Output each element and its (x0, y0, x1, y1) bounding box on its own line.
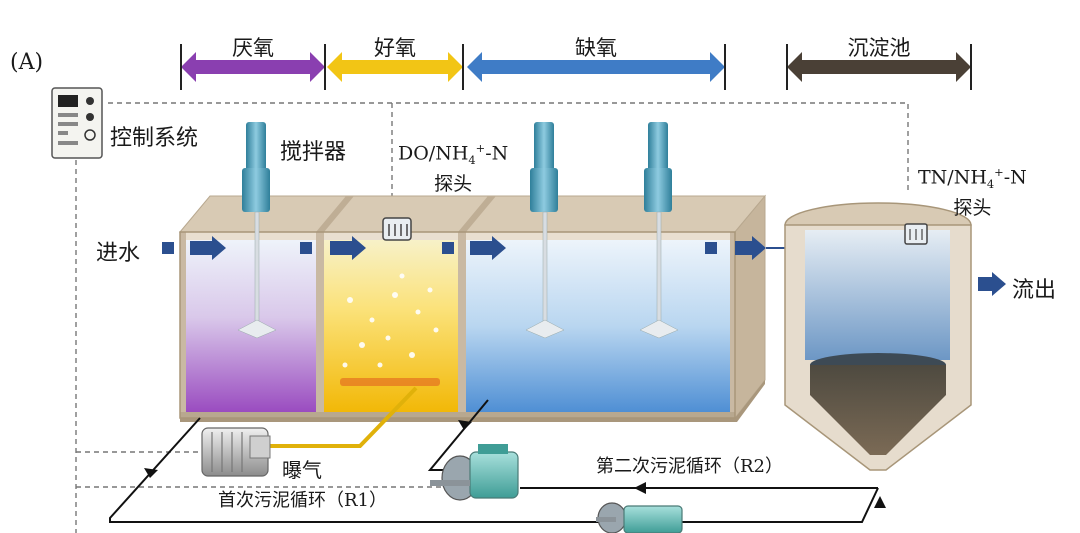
control-panel-icon (51, 87, 103, 159)
zone-label-anoxic: 缺氧 (575, 36, 617, 60)
probe-tn-label: TN/NH4+-N 探头 (918, 165, 1027, 220)
stirrer-anoxic-1 (525, 122, 565, 339)
stirrer-anoxic-2 (639, 122, 679, 339)
control-system-label: 控制系统 (110, 126, 199, 151)
zone-arrow-settling (786, 44, 972, 90)
pump-r1-icon (430, 444, 519, 501)
zone-arrow-aerobic (327, 44, 464, 90)
probe-do-label: DO/NH4+-N 探头 (398, 141, 509, 196)
zone-label-anaerobic: 厌氧 (232, 36, 274, 60)
zone-label-aerobic: 好氧 (374, 36, 416, 60)
recycle-r2-label: 第二次污泥循环（R2） (596, 456, 784, 477)
blower-icon (201, 427, 271, 477)
aeration-label: 曝气 (282, 458, 322, 482)
do-nh4-probe-icon (382, 217, 412, 241)
aeration-bubbles (342, 273, 439, 368)
pump-r2-icon (596, 502, 683, 533)
recycle-arrowheads (144, 420, 886, 508)
diffuser-bar (340, 378, 440, 386)
zone-label-settling: 沉淀池 (847, 36, 911, 60)
settling-tank (784, 202, 972, 471)
stirrer-label: 搅拌器 (280, 140, 347, 165)
outlet-label: 流出 (1012, 278, 1057, 303)
zone-arrow-anaerobic (180, 44, 326, 90)
recycle-r1-label: 首次污泥循环（R1） (218, 490, 388, 511)
stirrer-anaerobic (237, 122, 277, 339)
zone-arrow-anoxic (467, 44, 726, 90)
panel-label: (A) (10, 50, 44, 75)
inlet-label: 进水 (96, 241, 141, 266)
aeration-line (268, 386, 418, 448)
reactor-tank (178, 194, 767, 422)
